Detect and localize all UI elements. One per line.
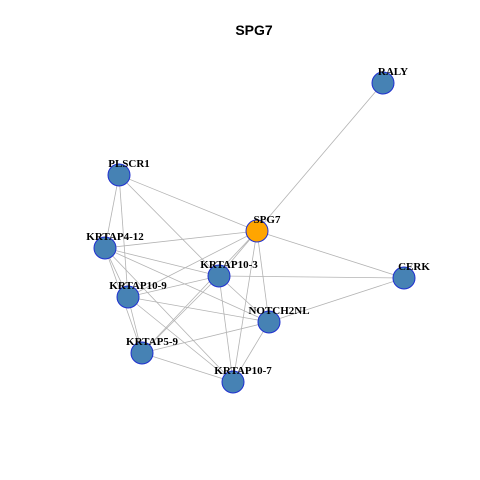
edge-krtap4-12-krtap10-3 xyxy=(104,247,220,277)
node-label-plscr1: PLSCR1 xyxy=(108,158,150,170)
edge-krtap10-9-notch2nl xyxy=(127,296,270,323)
edge-spg7-krtap10-7 xyxy=(232,230,258,383)
node-label-spg7: SPG7 xyxy=(254,214,281,226)
edge-krtap5-9-notch2nl xyxy=(141,321,270,354)
edge-krtap4-12-krtap10-7 xyxy=(104,247,234,383)
node-krtap10-7[interactable] xyxy=(221,370,245,394)
node-krtap5-9[interactable] xyxy=(130,341,154,365)
edge-krtap10-3-krtap10-9 xyxy=(127,275,220,298)
edge-spg7-plscr1 xyxy=(118,174,258,232)
edge-spg7-krtap4-12 xyxy=(104,230,258,249)
edge-notch2nl-krtap10-7 xyxy=(232,321,270,383)
edge-plscr1-krtap10-9 xyxy=(118,174,129,298)
node-label-cerk: CERK xyxy=(398,261,430,273)
edge-plscr1-krtap4-12 xyxy=(104,174,120,249)
node-label-notch2nl: NOTCH2NL xyxy=(248,305,309,317)
edge-krtap5-9-krtap10-7 xyxy=(141,352,234,383)
edge-spg7-cerk xyxy=(256,230,405,279)
edge-spg7-raly xyxy=(256,82,384,232)
node-label-krtap10-7: KRTAP10-7 xyxy=(214,365,272,377)
edge-krtap4-12-notch2nl xyxy=(104,247,270,323)
node-label-krtap10-9: KRTAP10-9 xyxy=(109,280,167,292)
edge-notch2nl-cerk xyxy=(268,277,405,323)
node-label-krtap4-12: KRTAP4-12 xyxy=(86,231,144,243)
edge-krtap10-9-krtap10-7 xyxy=(127,296,234,383)
node-krtap4-12[interactable] xyxy=(93,236,117,260)
edge-spg7-krtap5-9 xyxy=(141,230,258,354)
diagram-title: SPG7 xyxy=(235,22,273,38)
node-krtap10-9[interactable] xyxy=(116,285,140,309)
edge-spg7-krtap10-9 xyxy=(127,230,258,298)
edge-plscr1-krtap10-3 xyxy=(118,174,220,277)
node-notch2nl[interactable] xyxy=(257,310,281,334)
edge-krtap10-3-krtap5-9 xyxy=(141,275,220,354)
node-spg7[interactable] xyxy=(245,219,269,243)
node-krtap10-3[interactable] xyxy=(207,264,231,288)
node-label-krtap5-9: KRTAP5-9 xyxy=(126,336,178,348)
node-cerk[interactable] xyxy=(392,266,416,290)
edge-krtap10-3-krtap10-7 xyxy=(218,275,234,383)
node-raly[interactable] xyxy=(371,71,395,95)
node-label-raly: RALY xyxy=(378,66,408,78)
node-plscr1[interactable] xyxy=(107,163,131,187)
node-layer xyxy=(93,71,416,394)
edge-krtap10-3-cerk xyxy=(218,275,405,279)
node-label-krtap10-3: KRTAP10-3 xyxy=(200,259,258,271)
